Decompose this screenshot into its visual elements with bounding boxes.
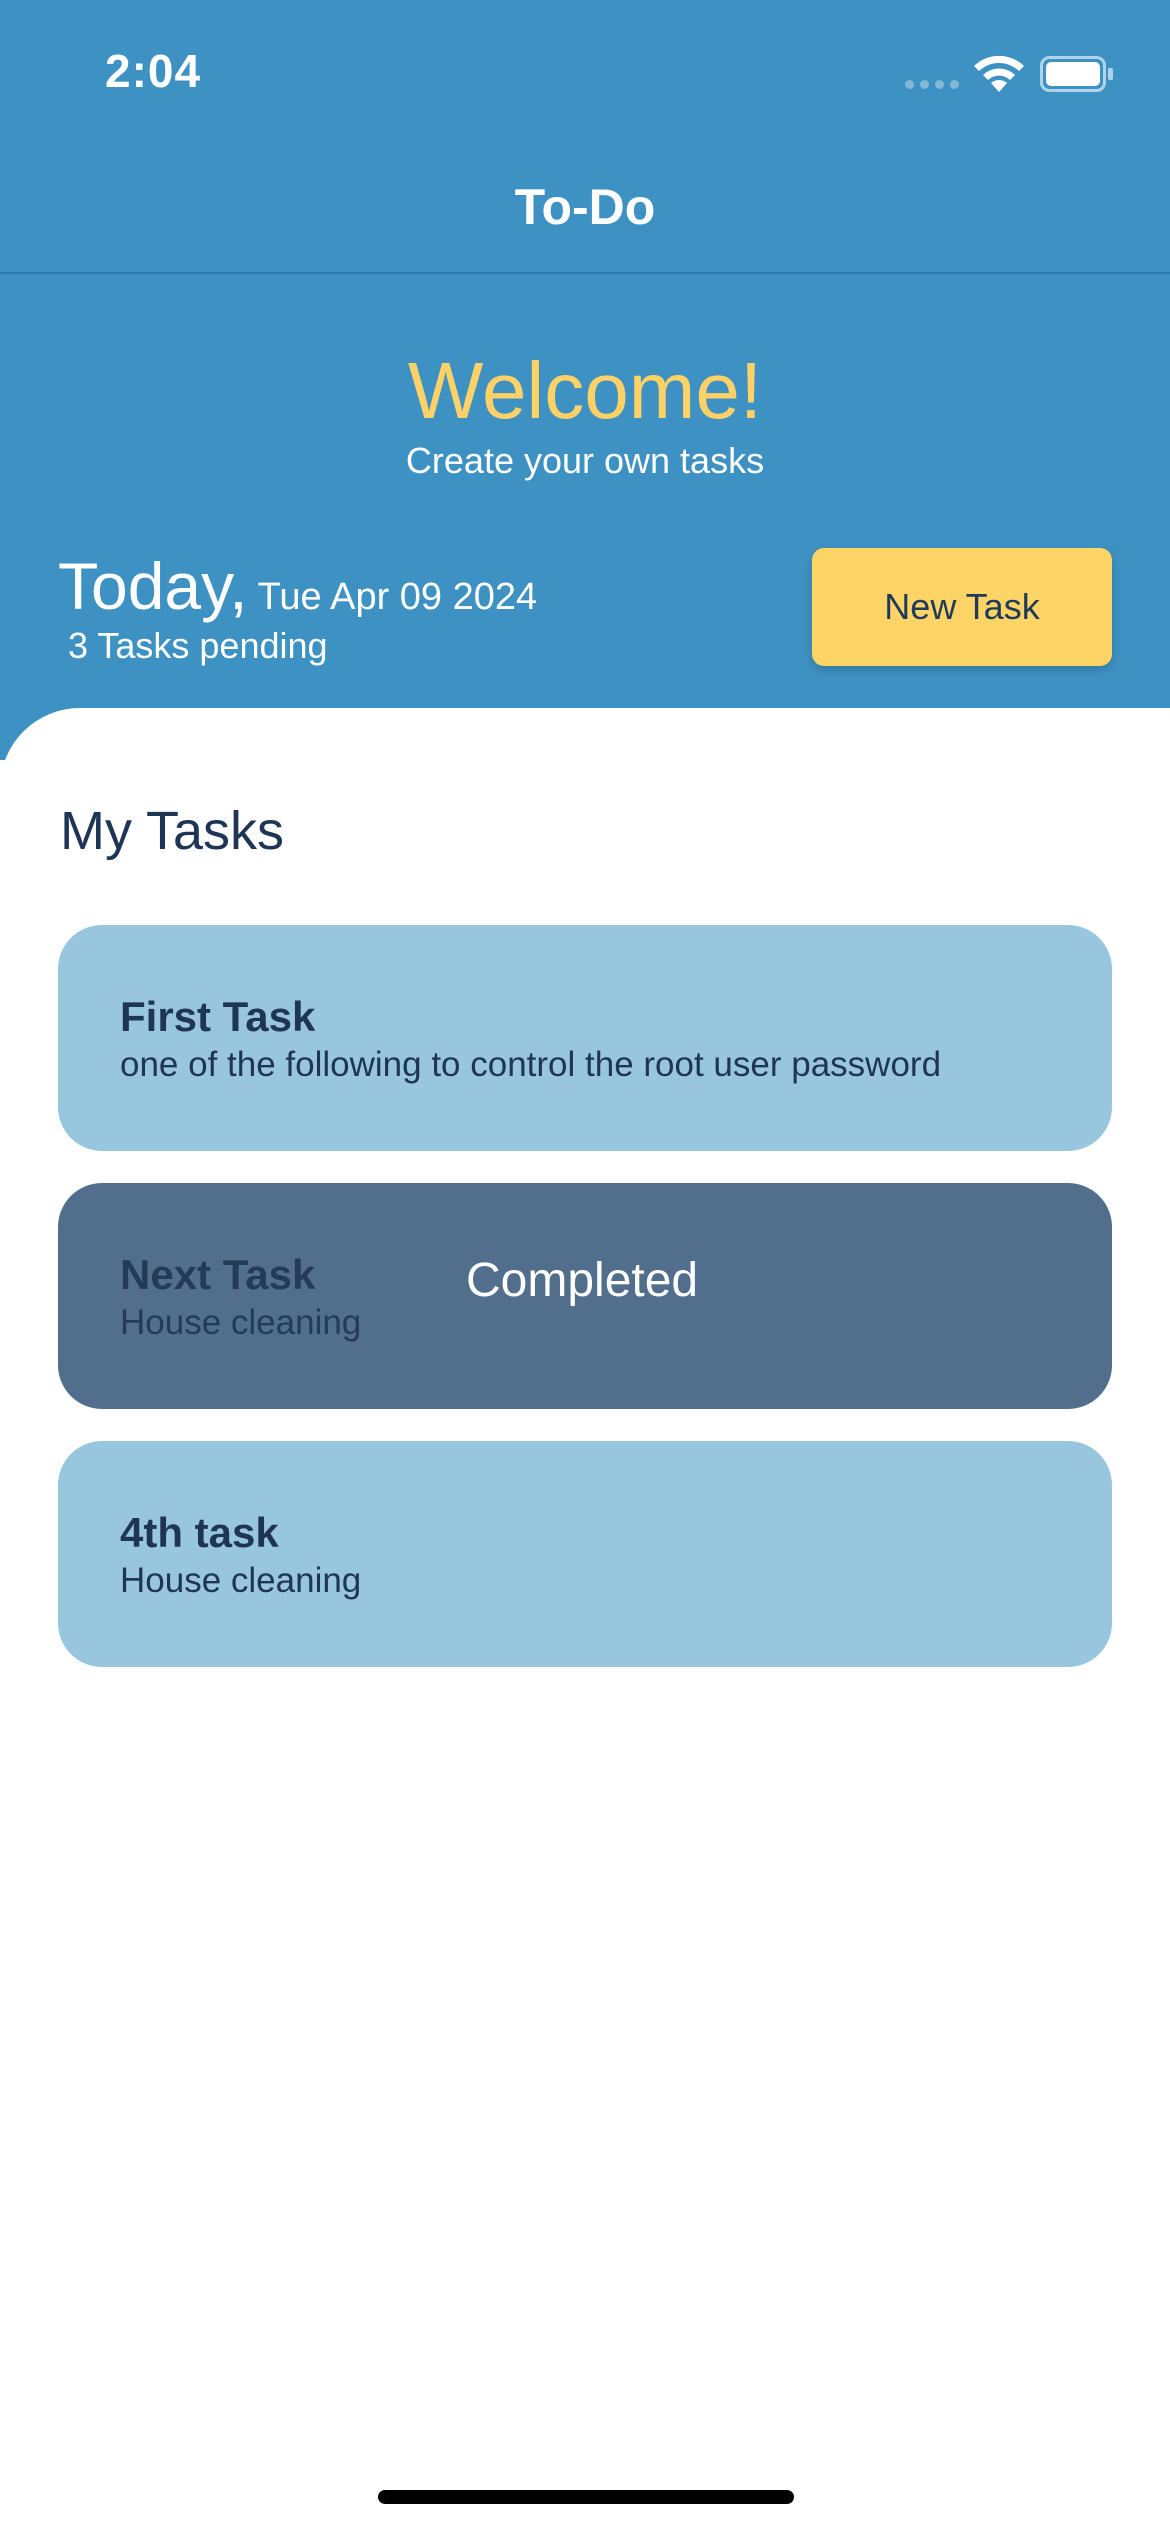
- wifi-icon: [974, 55, 1024, 92]
- cellular-signal-icon: [905, 80, 959, 89]
- status-time: 2:04: [105, 45, 202, 97]
- task-card-completed[interactable]: Next Task House cleaning Completed: [58, 1183, 1112, 1409]
- nav-title: To-Do: [514, 179, 656, 235]
- home-indicator: [378, 2490, 794, 2504]
- task-card[interactable]: First Task one of the following to contr…: [58, 925, 1112, 1151]
- today-label: Today,: [58, 549, 248, 623]
- pending-count: 3 Tasks pending: [68, 625, 328, 666]
- task-description: one of the following to control the root…: [120, 1045, 942, 1084]
- task-card[interactable]: 4th task House cleaning: [58, 1441, 1112, 1667]
- section-title: My Tasks: [60, 801, 285, 861]
- today-row: Today,Tue Apr 09 2024: [58, 548, 537, 624]
- task-description: House cleaning: [120, 1561, 362, 1600]
- task-title: Next Task: [120, 1251, 316, 1298]
- welcome-subtitle: Create your own tasks: [405, 440, 765, 481]
- new-task-button[interactable]: New Task: [812, 548, 1112, 666]
- welcome-heading: Welcome!: [407, 346, 763, 435]
- today-date: Tue Apr 09 2024: [257, 576, 538, 618]
- completed-label: Completed: [466, 1254, 699, 1307]
- battery-icon: [1040, 56, 1113, 92]
- task-title: First Task: [120, 993, 316, 1040]
- task-description: House cleaning: [120, 1303, 362, 1342]
- status-bar: 2:04: [0, 0, 1170, 140]
- navigation-bar: To-Do: [0, 140, 1170, 274]
- task-title: 4th task: [120, 1509, 279, 1556]
